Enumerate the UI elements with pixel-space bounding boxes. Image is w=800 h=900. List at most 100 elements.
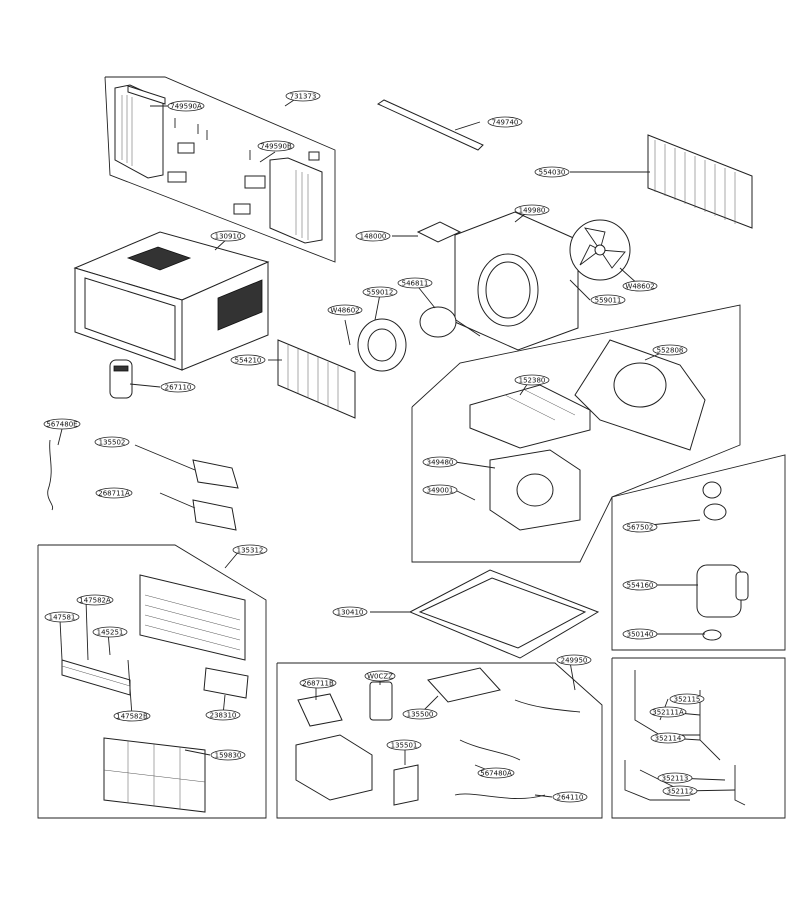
label-text: 135501 xyxy=(391,742,418,750)
label-159830: 159830 xyxy=(210,749,246,761)
front-panel xyxy=(139,574,246,661)
label-w48602-right: W48602 xyxy=(622,280,658,292)
blower-wheel xyxy=(357,318,407,372)
label-text: 567480A xyxy=(480,770,512,778)
label-267110: 267110 xyxy=(160,381,196,393)
label-554160: 554160 xyxy=(622,579,658,591)
label-352112: 352112 xyxy=(662,785,698,797)
label-text: 559012 xyxy=(367,289,394,297)
fan-motor xyxy=(419,306,481,338)
label-text: 135312 xyxy=(237,547,264,555)
curtain-brackets xyxy=(167,118,266,215)
label-554210: 554210 xyxy=(230,354,266,366)
leader-lines xyxy=(57,95,736,798)
label-554030: 554030 xyxy=(534,166,570,178)
label-text: W48602 xyxy=(330,307,359,315)
label-text: 238310 xyxy=(210,712,237,720)
label-text: 135502 xyxy=(99,439,126,447)
label-249950: 249950 xyxy=(556,654,592,666)
label-text: 567480E xyxy=(46,421,77,429)
label-text: 152380 xyxy=(519,377,546,385)
label-text: 147582B xyxy=(116,713,148,721)
label-text: 264110 xyxy=(557,794,584,802)
label-749590a: 749590A xyxy=(167,100,205,112)
label-135500: 135500 xyxy=(402,708,438,720)
label-text: 352113 xyxy=(662,775,689,783)
label-352111a: 352111A xyxy=(649,706,687,718)
label-238310: 238310 xyxy=(205,709,241,721)
label-text: 130410 xyxy=(337,609,364,617)
part-labels: 749590A 731373 749740 749590B 554030 149… xyxy=(43,90,705,803)
label-text: 249950 xyxy=(561,657,588,665)
compressor xyxy=(696,481,749,641)
filter-frame xyxy=(469,384,591,449)
louver-set xyxy=(61,659,131,696)
label-135502: 135502 xyxy=(94,436,130,448)
label-text: 731373 xyxy=(290,93,317,101)
label-135312: 135312 xyxy=(232,544,268,556)
label-text: 268711B xyxy=(302,680,334,688)
label-text: W0CZZ xyxy=(367,673,393,681)
top-rail xyxy=(376,99,484,151)
label-130910: 130910 xyxy=(210,230,246,242)
label-text: 349001 xyxy=(427,487,454,495)
label-546811: 546811 xyxy=(397,277,433,289)
label-text: 749590B xyxy=(260,143,292,151)
label-731373: 731373 xyxy=(285,90,321,102)
control-boards xyxy=(47,439,239,531)
label-text: W48602 xyxy=(625,283,654,291)
label-text: 567502 xyxy=(627,524,654,532)
label-552808: 552808 xyxy=(652,344,688,356)
label-349480: 349480 xyxy=(422,456,458,468)
label-text: 135500 xyxy=(407,711,434,719)
label-w48602-left: W48602 xyxy=(327,304,363,316)
evaporator-coil xyxy=(277,339,356,419)
side-curtain-left xyxy=(114,84,166,179)
label-text: 546811 xyxy=(402,280,429,288)
label-text: 554030 xyxy=(539,169,566,177)
label-350140: 350140 xyxy=(622,628,658,640)
label-text: 130910 xyxy=(215,233,242,241)
condenser-coil xyxy=(647,134,753,229)
label-w0czz: W0CZZ xyxy=(364,670,396,682)
label-130410: 130410 xyxy=(332,606,368,618)
label-749590b: 749590B xyxy=(257,140,295,152)
label-567502: 567502 xyxy=(622,521,658,533)
label-567480a: 567480A xyxy=(477,767,515,779)
label-text: 554160 xyxy=(627,582,654,590)
label-145251: 145251 xyxy=(92,626,128,638)
label-text: 147582A xyxy=(79,597,111,605)
label-text: 147581 xyxy=(49,614,76,622)
label-text: 352111A xyxy=(652,709,684,717)
remote-control xyxy=(109,359,133,399)
label-text: 559011 xyxy=(595,297,622,305)
label-text: 749740 xyxy=(492,119,519,127)
propeller-fan xyxy=(569,219,631,281)
label-text: 268711A xyxy=(98,490,130,498)
label-text: 350140 xyxy=(627,631,654,639)
label-147582b: 147582B xyxy=(113,710,151,722)
label-text: 349480 xyxy=(427,459,454,467)
label-135501: 135501 xyxy=(386,739,422,751)
label-text: 159830 xyxy=(215,752,242,760)
label-text: 352115 xyxy=(674,696,701,704)
air-filter xyxy=(103,737,206,813)
label-text: 145251 xyxy=(97,629,124,637)
label-147582a: 147582A xyxy=(76,594,114,606)
label-268711a: 268711A xyxy=(95,487,133,499)
label-152380: 152380 xyxy=(514,374,550,386)
label-352114: 352114 xyxy=(650,732,686,744)
label-text: 148000 xyxy=(360,233,387,241)
label-text: 267110 xyxy=(165,384,192,392)
label-text: 552808 xyxy=(657,347,684,355)
label-268711b: 268711B xyxy=(299,677,337,689)
label-149980: 149980 xyxy=(514,204,550,216)
label-text: 749590A xyxy=(170,103,202,111)
label-352115: 352115 xyxy=(669,693,705,705)
label-264110: 264110 xyxy=(552,791,588,803)
electrical-parts xyxy=(295,667,581,806)
scroll-housing xyxy=(574,339,706,451)
fan-shroud xyxy=(454,211,579,351)
label-148000: 148000 xyxy=(355,230,391,242)
